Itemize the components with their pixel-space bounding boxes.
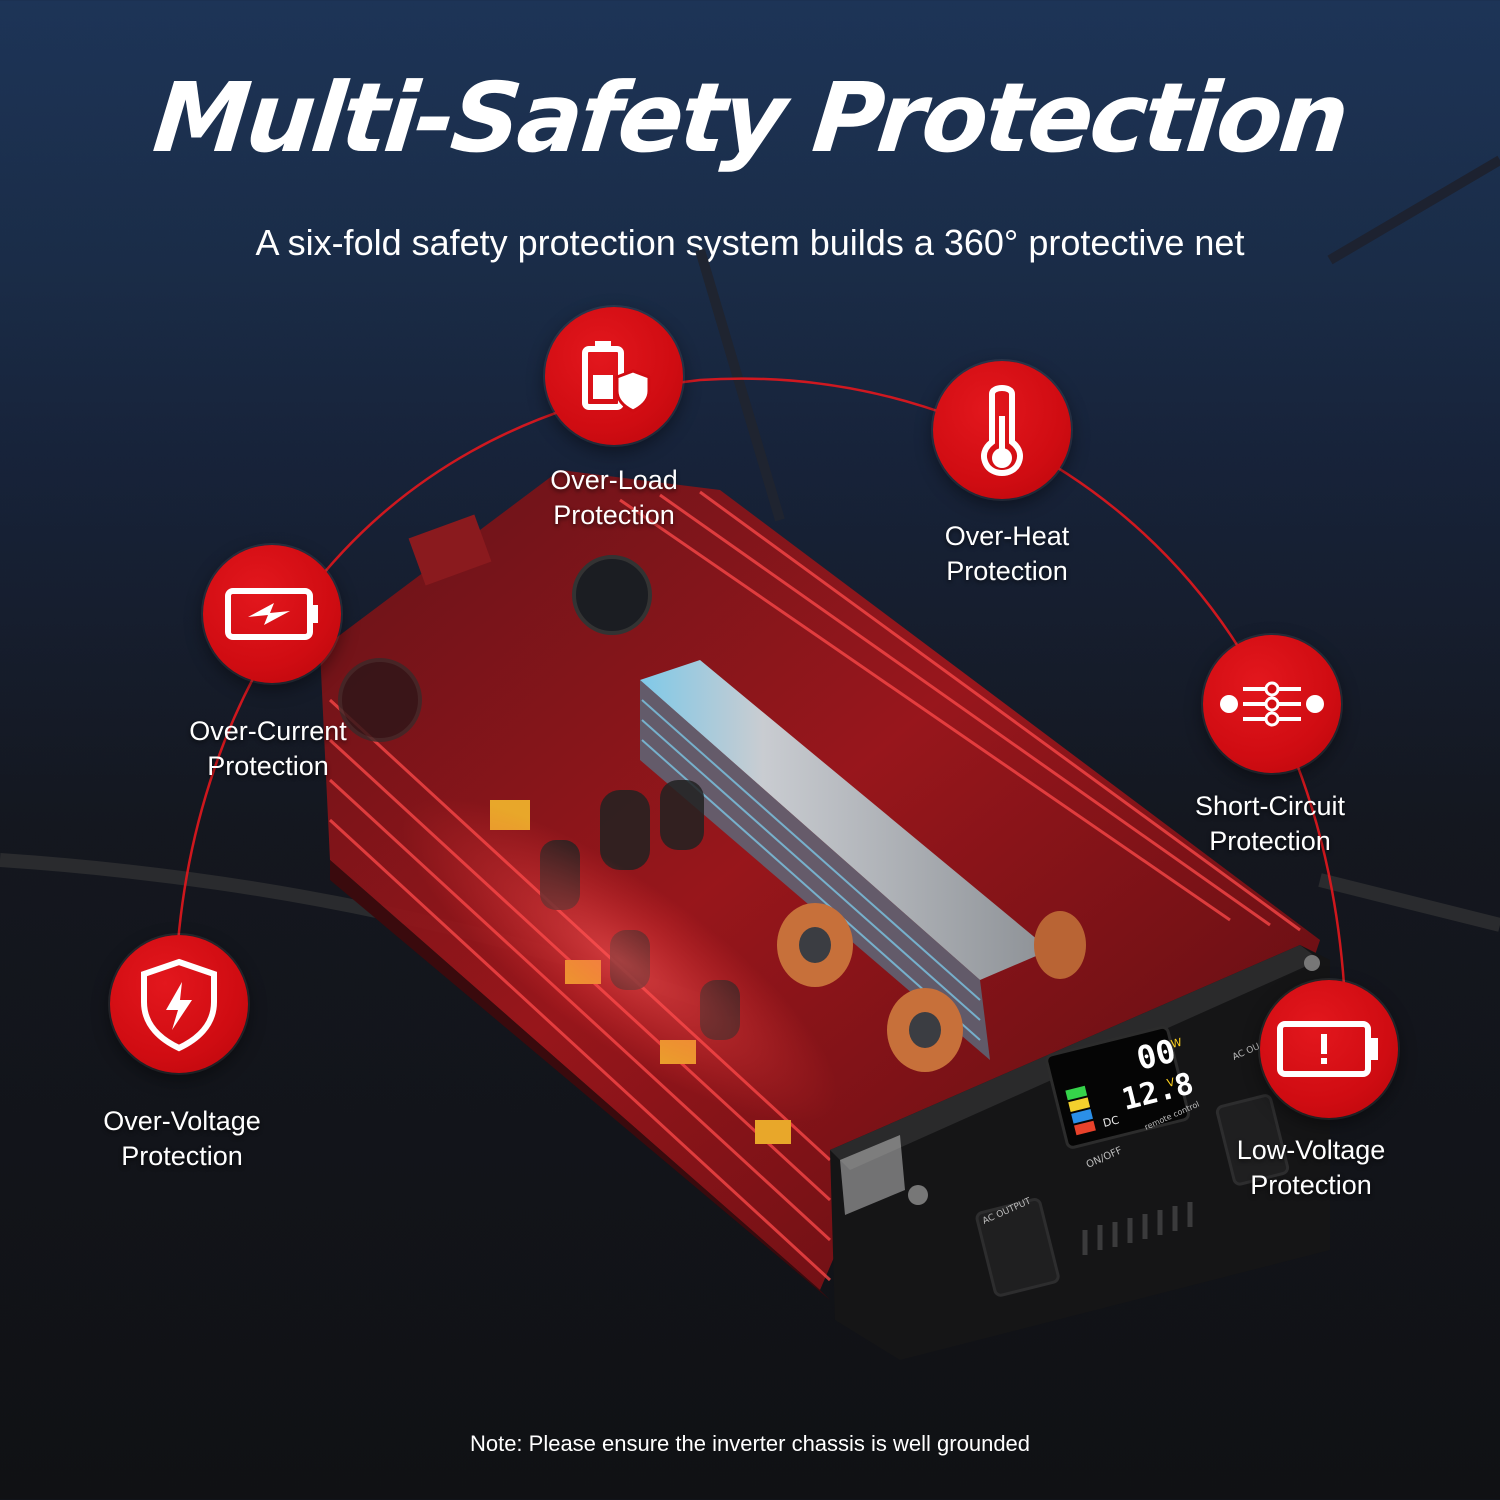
over-current-label: Over-Current Protection: [189, 716, 347, 781]
display-dc-label: DC: [1102, 1113, 1121, 1130]
shield-bolt-icon: [141, 958, 217, 1052]
over-load-badge: [545, 307, 683, 445]
over-heat-badge: [933, 361, 1071, 499]
over-voltage-badge: [110, 935, 248, 1073]
over-heat-label: Over-Heat Protection: [944, 521, 1070, 586]
thermometer-icon: [981, 385, 1023, 476]
battery-shield-icon: [582, 341, 651, 413]
low-voltage-badge: [1260, 980, 1398, 1118]
page-subtitle: A six-fold safety protection system buil…: [255, 222, 1245, 263]
over-current-badge: [203, 545, 341, 683]
circuit-switch-icon: [1220, 681, 1324, 727]
display-volts-unit: V: [1166, 1075, 1177, 1090]
short-circuit-label: Short-Circuit Protection: [1194, 791, 1346, 856]
short-circuit-badge: [1203, 635, 1341, 773]
grounding-note: Note: Please ensure the inverter chassis…: [469, 1431, 1031, 1456]
display-watts: 00: [1133, 1032, 1180, 1078]
battery-bolt-icon: [225, 588, 318, 640]
low-voltage-label: Low-Voltage Protection: [1236, 1135, 1386, 1200]
battery-alert-icon: [1277, 1021, 1378, 1077]
display-watts-unit: W: [1170, 1036, 1184, 1051]
inverter-body: [320, 470, 1330, 1360]
over-voltage-label: Over-Voltage Protection: [103, 1106, 261, 1171]
over-load-label: Over-Load Protection: [550, 465, 678, 530]
